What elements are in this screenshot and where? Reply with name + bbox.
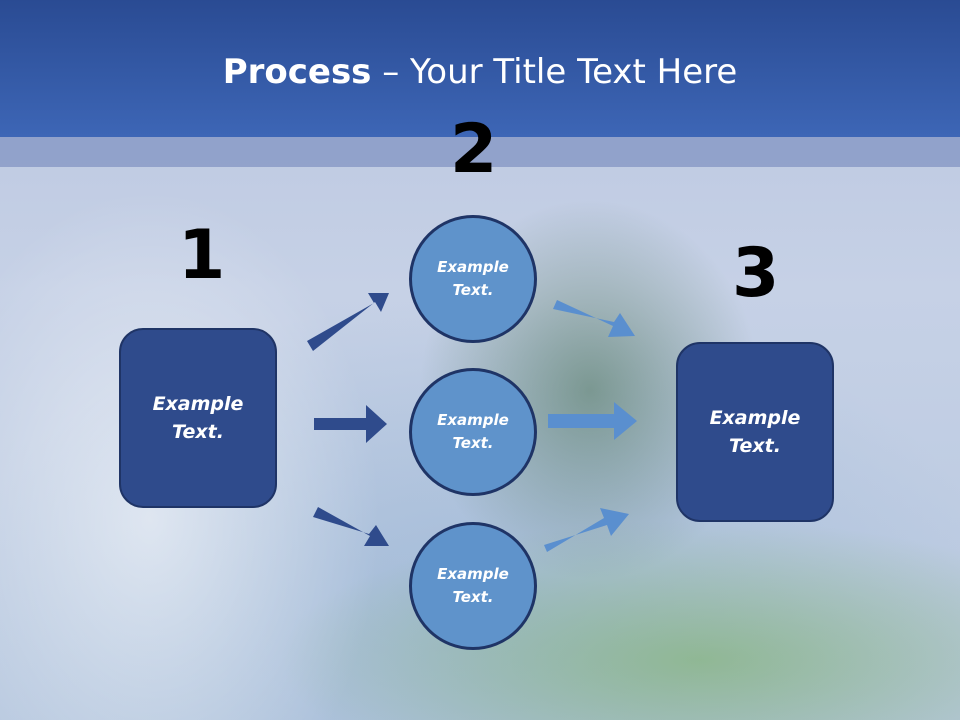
start-box[interactable]: Example Text. xyxy=(119,328,277,508)
end-box-label: Example Text. xyxy=(709,406,801,458)
arrow-bottom-to-right xyxy=(544,508,629,552)
circle-bottom-label: Example Text. xyxy=(437,564,509,606)
circle-middle[interactable]: Example Text. xyxy=(409,368,537,496)
arrow-left-to-top xyxy=(307,293,389,351)
slide-title: Process – Your Title Text Here xyxy=(0,52,960,92)
arrow-left-to-middle xyxy=(314,405,387,443)
step-number-1: 1 xyxy=(178,216,226,295)
title-bar xyxy=(0,0,960,137)
circle-top-label: Example Text. xyxy=(437,257,509,299)
end-box[interactable]: Example Text. xyxy=(676,342,834,522)
arrow-left-to-bottom xyxy=(313,507,389,546)
step-number-2: 2 xyxy=(450,110,498,189)
title-rest: – Your Title Text Here xyxy=(371,52,738,92)
arrow-middle-to-right xyxy=(548,402,637,440)
arrow-top-to-right xyxy=(553,300,635,337)
circle-bottom[interactable]: Example Text. xyxy=(409,522,537,650)
title-bar-band xyxy=(0,137,960,167)
circle-middle-label: Example Text. xyxy=(437,410,509,452)
start-box-label: Example Text. xyxy=(152,392,244,444)
circle-top[interactable]: Example Text. xyxy=(409,215,537,343)
title-bold: Process xyxy=(222,52,372,92)
step-number-3: 3 xyxy=(732,234,780,313)
